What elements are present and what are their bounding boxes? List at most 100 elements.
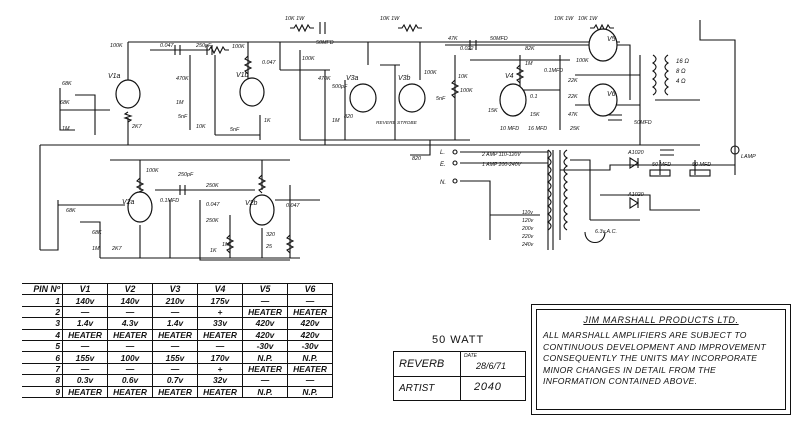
voltage-cell: HEATER bbox=[287, 362, 333, 376]
extra-resistor-label: 820 bbox=[412, 156, 421, 162]
voltage-cell: 420v bbox=[287, 328, 333, 341]
output-tap-label: 4 Ω bbox=[676, 79, 686, 85]
component-label: 10K 1W bbox=[380, 16, 400, 22]
rectifier-label: A1020 bbox=[627, 150, 644, 156]
component-label: 10K bbox=[196, 124, 206, 130]
voltage-cell: HEATER bbox=[107, 385, 153, 398]
date-caption: DATE bbox=[464, 353, 477, 359]
power-labels: L. E. N. 2 AMP 110-120V 1 AMP 200-240V 1… bbox=[376, 59, 756, 248]
tube-label: V4 bbox=[505, 73, 514, 80]
tube-label: V5 bbox=[607, 36, 616, 43]
voltage-cell: HEATER bbox=[62, 328, 108, 341]
voltage-cell: HEATER bbox=[197, 385, 243, 398]
filter-cap-label: 50 MFD bbox=[692, 162, 711, 168]
component-label: 10K 1W bbox=[285, 16, 305, 22]
tube-v5 bbox=[588, 28, 618, 62]
mains-earth-label: E. bbox=[440, 162, 446, 168]
pin-number-cell: 7 bbox=[22, 362, 63, 376]
voltage-cell: -30v bbox=[287, 339, 333, 353]
voltage-cell: 33v bbox=[197, 317, 243, 330]
voltage-cell: 420v bbox=[287, 317, 333, 330]
component-label: 2K7 bbox=[111, 246, 123, 252]
component-label: 5nF bbox=[436, 96, 446, 102]
component-label: 250pF bbox=[177, 172, 194, 178]
reverb-strobe-label: REVERB STROBE bbox=[376, 120, 418, 126]
power-symbols bbox=[452, 145, 740, 209]
pin-number-cell: 5 bbox=[22, 339, 63, 353]
company-name: JIM MARSHALL PRODUCTS LTD. bbox=[583, 315, 739, 325]
component-label: 100K bbox=[424, 70, 437, 76]
voltage-cell: 0.7v bbox=[152, 374, 198, 387]
component-label: 68K bbox=[92, 230, 102, 236]
component-label: 500pF bbox=[332, 84, 348, 90]
schematic-wiring-bottom bbox=[40, 159, 320, 261]
transformer-windings bbox=[547, 54, 669, 231]
tube-v3b bbox=[398, 83, 426, 113]
resistor-symbols bbox=[123, 23, 614, 254]
drawing-date: 28/6/71 bbox=[476, 361, 507, 371]
component-label: 1K bbox=[210, 248, 217, 254]
tube-label: V1a bbox=[108, 73, 121, 80]
component-label: 50MFD bbox=[490, 36, 508, 42]
component-label: 820 bbox=[344, 114, 353, 120]
voltage-cell: — bbox=[287, 374, 333, 387]
schematic-power-section bbox=[460, 150, 735, 250]
component-label: 1K bbox=[264, 118, 271, 124]
component-label: 1M bbox=[176, 100, 184, 106]
component-label: 1M bbox=[62, 126, 70, 132]
mains-tap: 200v bbox=[521, 226, 534, 232]
pin-number-cell: 6 bbox=[22, 351, 63, 364]
notice-frame: JIM MARSHALL PRODUCTS LTD. ALL MARSHALL … bbox=[536, 309, 786, 410]
column-header: V3 bbox=[152, 282, 198, 296]
component-label: 100K bbox=[302, 56, 315, 62]
column-header: V4 bbox=[197, 282, 243, 296]
tube-label: V6 bbox=[607, 91, 616, 98]
component-label: 50MFD bbox=[634, 120, 652, 126]
table-header-row: PIN Nº V1 V2 V3 V4 V5 V6 bbox=[22, 282, 333, 296]
voltage-cell: HEATER bbox=[107, 328, 153, 341]
lamp-label: LAMP bbox=[741, 154, 756, 160]
voltage-cell: HEATER bbox=[242, 305, 288, 319]
component-label: 0.022 bbox=[460, 46, 474, 52]
component-label: 1M bbox=[222, 242, 230, 248]
voltage-cell: N.P. bbox=[242, 351, 288, 364]
component-labels: 100K 68K 68K 1M 2K7 0.047 250pF 470K 1M … bbox=[60, 16, 652, 254]
title-block-divider bbox=[394, 376, 525, 377]
component-label: 1M bbox=[332, 118, 340, 124]
component-label: 68K bbox=[66, 208, 76, 214]
voltage-cell: — bbox=[287, 294, 333, 307]
pin-number-cell: 9 bbox=[22, 385, 63, 398]
amplifier-schematic: V1a V1b V2a V2b V3a V3b V4 V5 V6 100K 68… bbox=[39, 16, 756, 261]
component-label: 10K bbox=[458, 74, 468, 80]
mains-tap-low: 2 AMP 110-120V bbox=[481, 152, 521, 158]
rectifier-label: A1020 bbox=[627, 192, 644, 198]
tube-v2b bbox=[249, 194, 275, 226]
tube-v1a bbox=[115, 79, 141, 109]
component-label: 470K bbox=[318, 76, 331, 82]
component-label: 0.047 bbox=[206, 202, 220, 208]
mains-live-label: L. bbox=[440, 150, 445, 156]
component-label: 250K bbox=[205, 218, 219, 224]
mains-tap: 120v bbox=[522, 218, 534, 224]
voltage-cell: 1.4v bbox=[152, 317, 198, 330]
component-label: 10K 1W bbox=[554, 16, 574, 22]
component-label: 25K bbox=[569, 126, 580, 132]
table-row: 5————-30v-30v bbox=[22, 339, 333, 353]
voltage-cell: — bbox=[62, 362, 108, 376]
component-label: 15K bbox=[488, 108, 498, 114]
tube-labels: V1a V1b V2a V2b V3a V3b V4 V5 V6 bbox=[108, 36, 616, 207]
voltage-cell: 100v bbox=[107, 351, 153, 364]
component-label: 22K bbox=[567, 94, 578, 100]
component-label: 16 MFD bbox=[528, 126, 547, 132]
heater-winding-label: 6.3v A.C. bbox=[595, 229, 617, 235]
tube-v3a bbox=[349, 83, 377, 113]
voltage-cell: — bbox=[152, 305, 198, 319]
voltage-cell: — bbox=[107, 362, 153, 376]
